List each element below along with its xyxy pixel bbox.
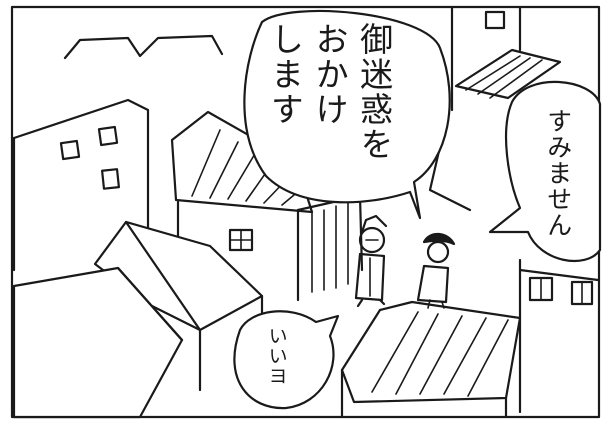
distant-rooftops (63, 34, 224, 60)
figure-replying (416, 232, 456, 309)
speech-bubble-sumimasen (488, 80, 602, 263)
bubble-text-sumimasen: すみません (543, 108, 573, 238)
bottom-right-roof (340, 300, 522, 419)
speech-bubble-apology (243, 9, 451, 220)
left-building (12, 98, 150, 272)
bubble-text-iiyo: いいヨ (265, 326, 288, 386)
figure-apologizing (354, 214, 388, 308)
bottom-left-roof (12, 266, 184, 419)
bubble-text-apology: 御迷惑を おかけ します (265, 22, 394, 162)
door-building (296, 194, 364, 293)
speech-bubble-iiyo (233, 310, 340, 410)
right-buildings (428, 6, 600, 414)
